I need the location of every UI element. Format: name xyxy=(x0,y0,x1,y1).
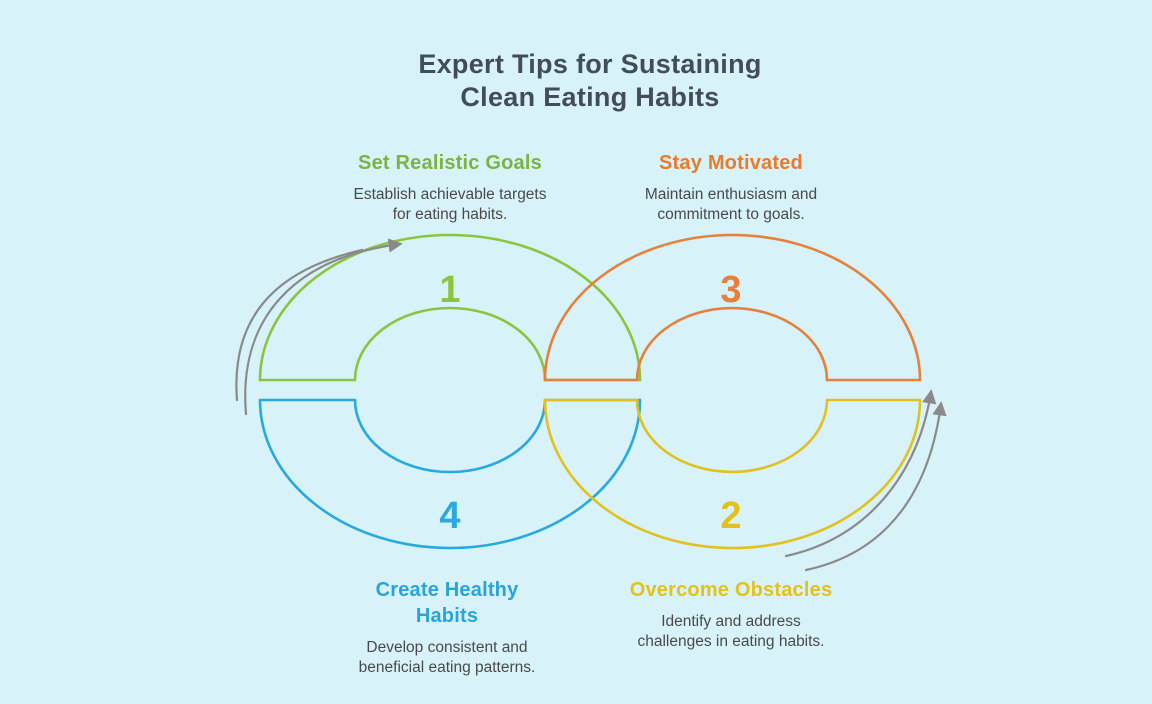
section-stay-motivated: Stay Motivated Maintain enthusiasm and c… xyxy=(571,150,891,225)
ring-green-inner-arc xyxy=(353,306,547,382)
section-set-realistic-goals: Set Realistic Goals Establish achievable… xyxy=(290,150,610,225)
description-line: beneficial eating patterns. xyxy=(358,659,536,676)
section-overcome-obstacles: Overcome Obstacles Identify and address … xyxy=(571,577,891,652)
section-heading-create-healthy-habits: Create Healthy Habits xyxy=(287,577,607,629)
flow-arrow-bottom-right-icon xyxy=(784,389,937,558)
section-heading-stay-motivated: Stay Motivated xyxy=(659,152,803,174)
flow-arrow-top-left-icon xyxy=(244,238,403,416)
step-number-3: 3 xyxy=(720,269,742,311)
description-line: for eating habits. xyxy=(392,206,508,223)
page-title-line-1: Expert Tips for Sustaining xyxy=(418,49,762,79)
section-heading-set-realistic-goals: Set Realistic Goals xyxy=(358,152,542,174)
ring-cyan-outer-arc xyxy=(258,398,642,550)
section-heading-overcome-obstacles: Overcome Obstacles xyxy=(629,579,833,601)
step-number-1: 1 xyxy=(439,269,461,311)
flow-arrow-top-left-inner-icon xyxy=(235,248,364,402)
page-title: Expert Tips for Sustaining Clean Eating … xyxy=(30,48,1150,114)
section-create-healthy-habits: Create Healthy Habits Develop consistent… xyxy=(287,577,607,678)
section-description-overcome-obstacles: Identify and address challenges in eatin… xyxy=(571,612,891,652)
ring-orange-step3 xyxy=(543,233,922,382)
section-description-create-healthy-habits: Develop consistent and beneficial eating… xyxy=(287,638,607,678)
description-line: Identify and address xyxy=(661,613,801,630)
section-description-stay-motivated: Maintain enthusiasm and commitment to go… xyxy=(571,185,891,225)
flow-arrow-bottom-right-inner-icon xyxy=(804,401,947,572)
step-number-4: 4 xyxy=(439,495,461,537)
heading-line: Create Healthy xyxy=(375,579,519,601)
heading-line: Habits xyxy=(415,605,479,627)
ring-yellow-step2 xyxy=(543,398,922,550)
ring-cyan-inner-arc xyxy=(353,398,547,474)
section-description-set-realistic-goals: Establish achievable targets for eating … xyxy=(290,185,610,225)
description-line: Develop consistent and xyxy=(366,639,528,656)
ring-orange-outer-arc xyxy=(543,233,922,382)
ring-yellow-outer-arc xyxy=(543,398,922,550)
description-line: commitment to goals. xyxy=(657,206,805,223)
description-line: Maintain enthusiasm and xyxy=(644,186,818,203)
step-number-2: 2 xyxy=(720,495,742,537)
ring-green-outer-arc xyxy=(258,233,642,382)
ring-orange-inner-arc xyxy=(635,306,829,382)
description-line: challenges in eating habits. xyxy=(637,633,825,650)
page-title-line-2: Clean Eating Habits xyxy=(460,82,720,112)
description-line: Establish achievable targets xyxy=(353,186,547,203)
ring-yellow-inner-arc xyxy=(635,398,829,474)
flow-arrows xyxy=(235,238,947,572)
